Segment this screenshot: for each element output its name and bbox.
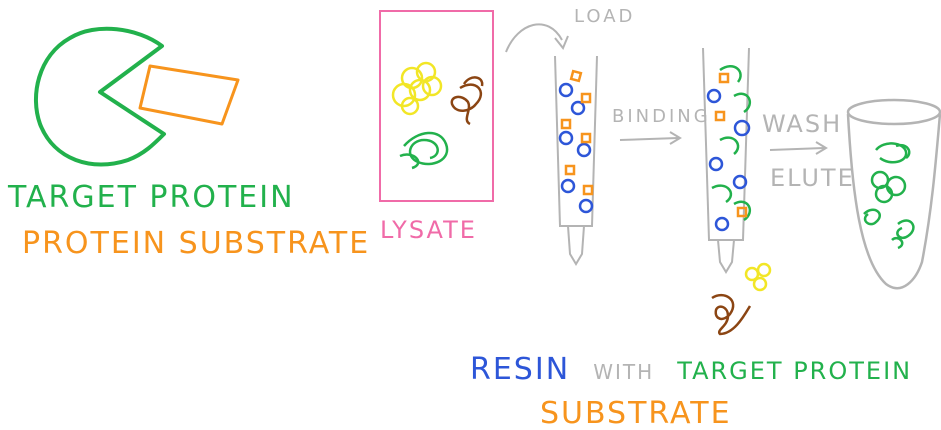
target-protein-label: TARGET PROTEIN <box>8 180 295 215</box>
resin-column-1 <box>554 55 598 266</box>
eluted-yellow-scribble <box>744 262 772 292</box>
load-label: LOAD <box>574 6 636 27</box>
wash-label: WASH <box>762 110 843 138</box>
elute-label: ELUTE <box>770 164 855 192</box>
lysate-box <box>379 10 494 202</box>
wash-elute-arrow <box>769 147 825 151</box>
target-protein-shape <box>33 26 166 167</box>
load-arrow <box>505 23 563 53</box>
with-label: WITH <box>593 360 655 384</box>
green-protein-scribble <box>399 131 449 170</box>
column-1-beads <box>558 69 594 214</box>
tube-target-proteins <box>863 142 915 250</box>
resin-label: RESIN <box>470 352 571 387</box>
collection-tube <box>846 98 941 290</box>
resin-column-2 <box>702 47 750 274</box>
resin-target-protein-label: TARGET PROTEIN <box>677 357 913 385</box>
eluted-brown-scribble <box>711 293 752 336</box>
yellow-protein-scribble <box>391 61 443 116</box>
lysate-label: LYSATE <box>380 216 477 244</box>
binding-label: BINDING <box>612 106 711 127</box>
substrate-label: SUBSTRATE <box>540 396 732 430</box>
resin-caption-line: RESIN WITH TARGET PROTEIN <box>470 352 928 387</box>
protein-substrate-shape <box>138 64 240 126</box>
column-2-beads <box>706 65 752 232</box>
brown-protein-scribble <box>450 76 484 126</box>
binding-arrow <box>619 137 679 141</box>
protein-substrate-label: PROTEIN SUBSTRATE <box>22 226 371 261</box>
